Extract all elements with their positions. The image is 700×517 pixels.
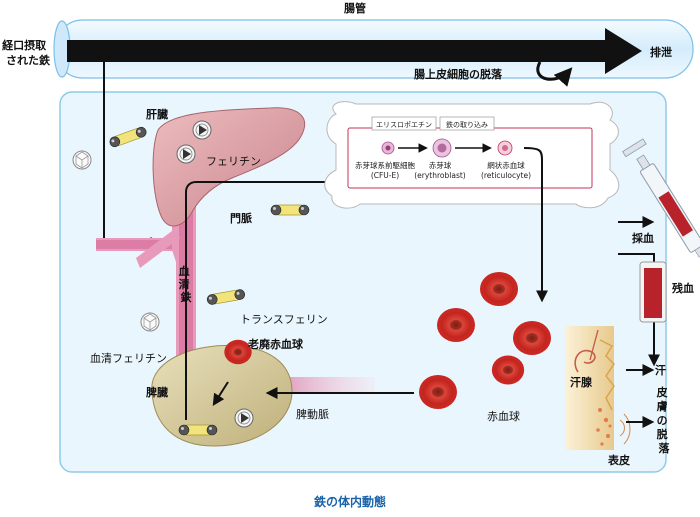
erythroblast-label: 赤芽球 (429, 160, 452, 170)
liver-label: 肝臓 (146, 107, 168, 121)
release-arrow (523, 147, 548, 303)
skin-section (566, 326, 631, 450)
portal-vein-label: 門脈 (230, 211, 252, 225)
skin-shedding-label: 皮 膚 の 脱 落 (656, 385, 672, 455)
reticulocyte-sub: (reticulocyte) (481, 171, 531, 180)
reticulocyte-cell (497, 140, 513, 156)
transferrin-label: トランスフェリン (240, 313, 328, 326)
blood-draw-label: 採血 (632, 231, 654, 245)
oral-iron-label: 経口摂取 された鉄 (2, 38, 51, 67)
svg-text:鉄の取り込み: 鉄の取り込み (446, 120, 488, 129)
ferritin-label: フェリチン (206, 155, 261, 168)
reticulocyte-label: 網状赤血球 (487, 160, 525, 170)
rbc-label: 赤血球 (487, 409, 520, 423)
gut-title: 腸管 (344, 1, 366, 15)
serum-ferritin-icon (140, 312, 160, 332)
serum-ferritin-label: 血清フェリチン (90, 351, 167, 365)
sweat-label: 汗 (655, 364, 666, 377)
cfu-e-label: 赤芽球系前駆細胞 (355, 160, 415, 170)
liver (152, 107, 306, 227)
iron-uptake-tag: 鉄の取り込み (439, 116, 495, 131)
excretion-label: 排泄 (650, 45, 672, 59)
splenic-artery-label: 脾動脈 (296, 407, 329, 421)
erythropoietin-tag: エリスロポエチン (371, 116, 437, 131)
transferrin-icon (270, 204, 310, 216)
cfu-e-sub: (CFU-E) (371, 171, 399, 180)
shedding-curl-arrow (536, 61, 573, 87)
residual-blood-tube (618, 253, 667, 367)
erythroblast-cell (432, 138, 452, 158)
sweat-gland-label: 汗腺 (570, 375, 593, 389)
excretion-arrow (67, 28, 642, 74)
syringe (622, 138, 700, 258)
epithelial-shedding-label: 腸上皮細胞の脱落 (414, 67, 503, 81)
epidermis-label: 表皮 (607, 453, 630, 467)
diagram-caption: 鉄の体内動態 (314, 494, 386, 509)
svg-text:エリスロポエチン: エリスロポエチン (376, 121, 432, 129)
serum-ferritin-icon (72, 150, 92, 170)
serum-iron-arrow (185, 157, 436, 420)
spleen-label: 脾臓 (146, 385, 168, 399)
residual-blood-label: 残血 (672, 281, 694, 295)
senescent-rbc-label: 老廃赤血球 (247, 337, 304, 351)
erythroblast-sub: (erythroblast) (414, 171, 466, 180)
cfu-e-cell (381, 141, 395, 155)
